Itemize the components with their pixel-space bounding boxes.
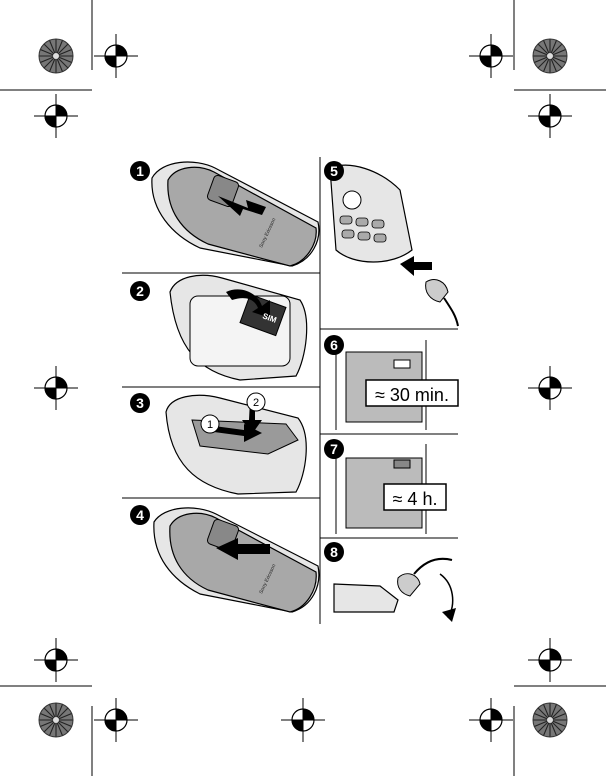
battery-icon	[394, 360, 410, 368]
registration-mark-icon	[34, 94, 78, 138]
step-5-illustration	[330, 165, 458, 326]
color-wheel-icon	[39, 703, 73, 737]
step-number: 8	[330, 544, 338, 560]
registration-mark-icon	[469, 698, 513, 742]
registration-mark-icon	[469, 34, 513, 78]
registration-mark-icon	[34, 638, 78, 682]
arrow-icon	[400, 256, 432, 276]
color-wheel-icon	[39, 39, 73, 73]
charge-time-label: ≈ 4 h.	[393, 489, 438, 509]
step-number: 5	[330, 163, 338, 179]
substep-number: 2	[253, 397, 259, 409]
step-number: 6	[330, 337, 338, 353]
registration-mark-icon	[94, 34, 138, 78]
charge-time-label: ≈ 30 min.	[375, 385, 449, 405]
step-number: 1	[136, 163, 144, 179]
registration-mark-icon	[528, 366, 572, 410]
color-wheel-icon	[533, 39, 567, 73]
step-number: 2	[136, 283, 144, 299]
registration-mark-icon	[281, 698, 325, 742]
registration-mark-icon	[94, 698, 138, 742]
step-number: 7	[330, 441, 338, 457]
battery-icon	[394, 460, 410, 468]
substep-number: 1	[207, 419, 213, 431]
registration-mark-icon	[34, 366, 78, 410]
color-wheel-icon	[533, 703, 567, 737]
registration-mark-icon	[528, 94, 572, 138]
step-1-illustration	[152, 162, 319, 266]
step-8-illustration	[334, 559, 456, 622]
arrow-icon	[442, 608, 456, 622]
step-4-illustration	[154, 508, 319, 612]
charger-plug-icon	[398, 574, 420, 596]
step-2-illustration	[170, 275, 307, 380]
step-3-illustration	[166, 393, 306, 494]
step-number: 3	[136, 395, 144, 411]
registration-mark-icon	[528, 638, 572, 682]
step-number: 4	[136, 507, 144, 523]
